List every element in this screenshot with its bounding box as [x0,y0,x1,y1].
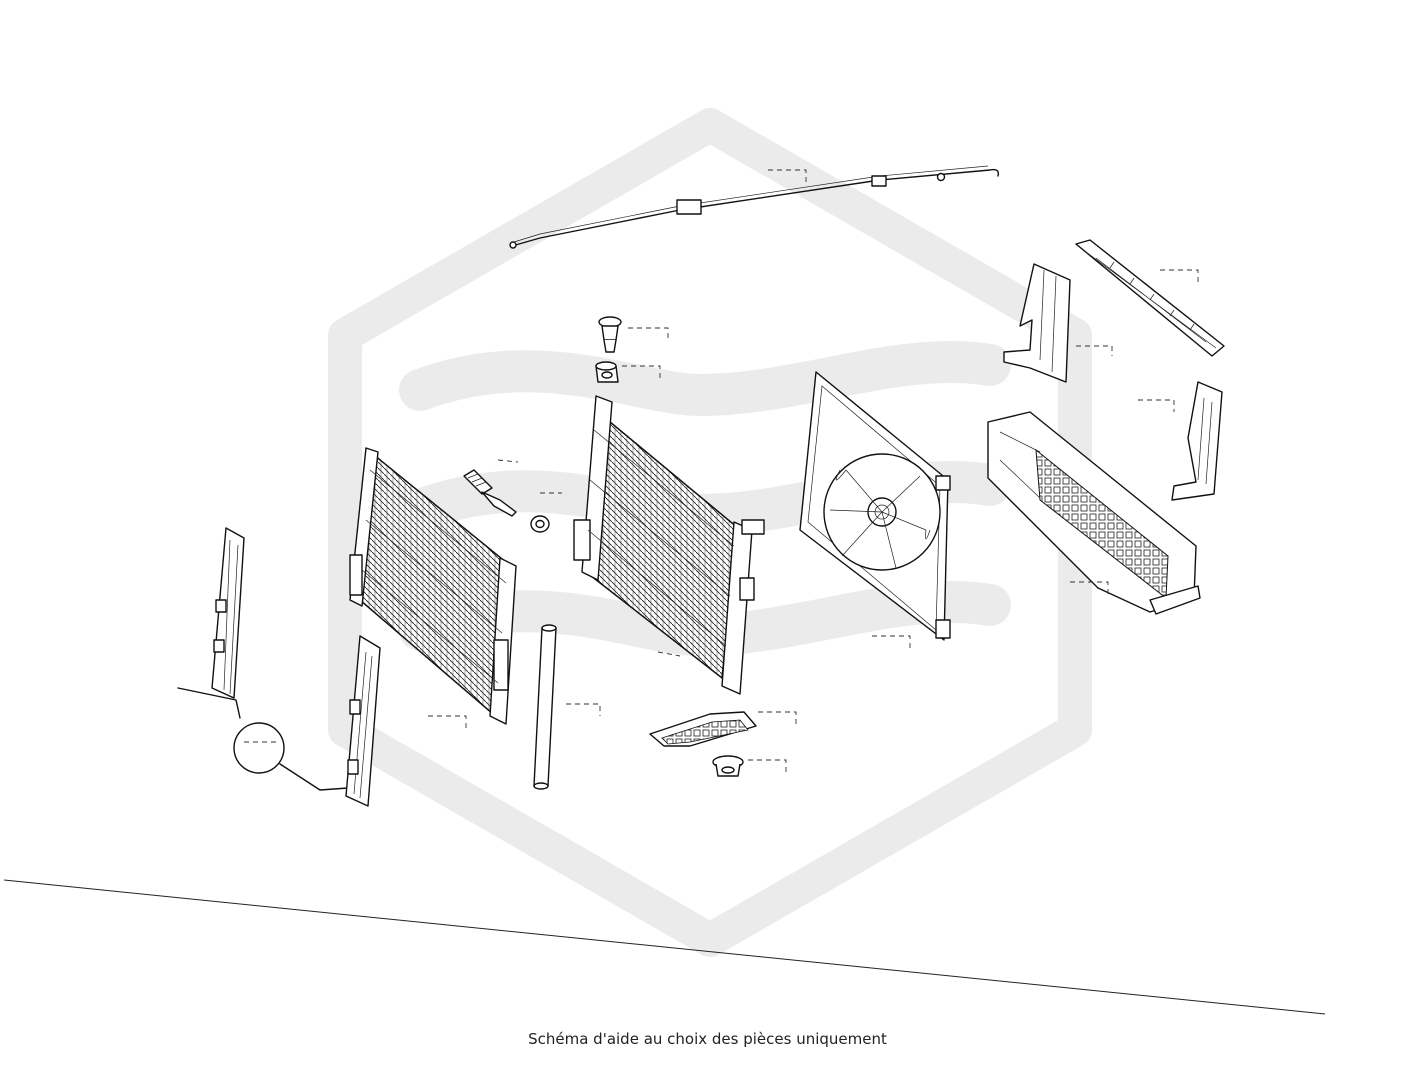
mounting-bushing-upper[interactable] [595,361,661,383]
rubber-ring[interactable] [530,492,562,533]
ground-line [3,879,1326,1015]
diagram-caption: Schéma d'aide au choix des pièces unique… [528,1030,887,1048]
air-duct-lower[interactable] [987,411,1201,615]
radiator-rear[interactable] [573,395,765,695]
radiator-front[interactable] [349,447,517,730]
mounting-bushing-lower[interactable] [712,755,787,777]
dryer-cartridge[interactable] [533,624,601,790]
air-duct-upper-left[interactable] [1003,263,1113,383]
fan-shroud[interactable] [799,371,951,650]
air-guide-top[interactable] [1075,239,1225,357]
bleed-valve-upper[interactable] [598,316,669,353]
side-bracket-left[interactable] [177,527,349,791]
upper-hose-cable[interactable] [509,165,1000,249]
air-guide-right[interactable] [1138,381,1223,501]
side-bracket-lower[interactable] [345,635,381,807]
lower-deflector[interactable] [649,711,797,747]
drain-plug[interactable] [463,459,519,517]
